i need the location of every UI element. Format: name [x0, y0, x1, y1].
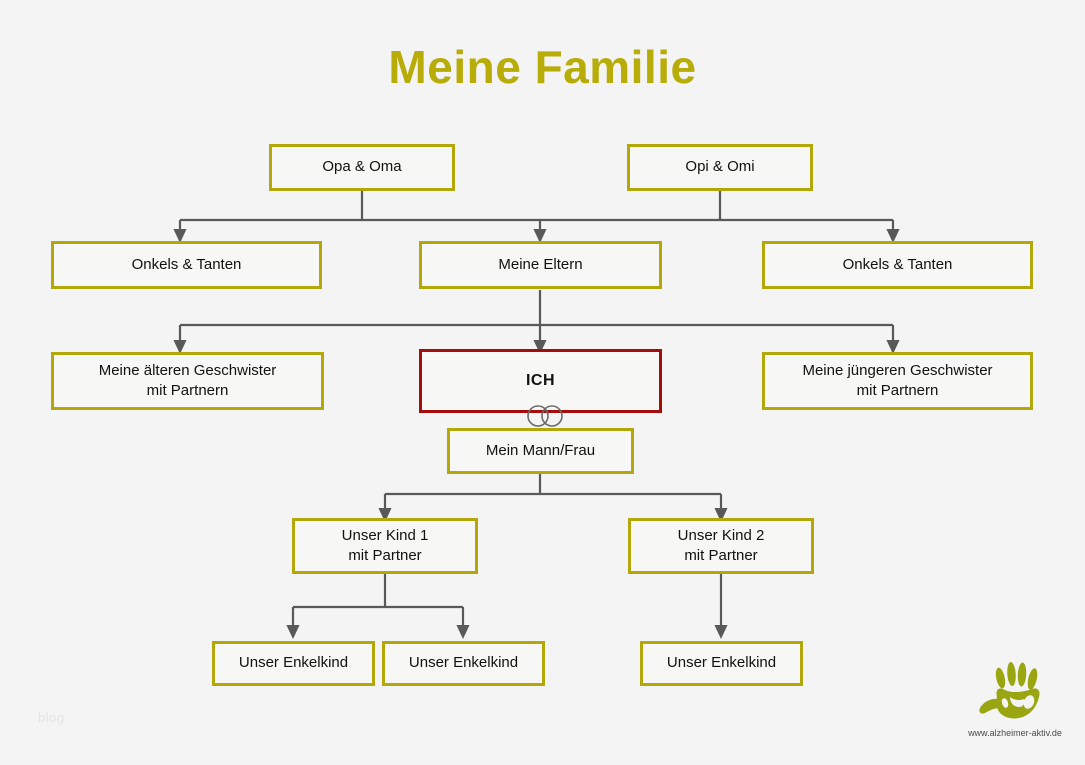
node-label: Unser Enkelkind: [408, 654, 519, 672]
node-unser-kind-2[interactable]: Unser Kind 2 mit Partner: [628, 518, 814, 574]
node-meine-eltern[interactable]: Meine Eltern: [419, 241, 662, 289]
node-juengere-geschwister[interactable]: Meine jüngeren Geschwister mit Partnern: [762, 352, 1033, 410]
node-unser-kind-1[interactable]: Unser Kind 1 mit Partner: [292, 518, 478, 574]
node-label: Mein Mann/Frau: [485, 441, 596, 459]
node-label: Opa & Oma: [322, 158, 402, 176]
node-label: Meine Eltern: [498, 255, 583, 273]
node-opa-oma[interactable]: Opa & Oma: [269, 144, 455, 191]
node-label: Unser Kind 2 mit Partner: [678, 526, 765, 567]
node-label: Onkels & Tanten: [131, 255, 242, 273]
node-label: ICH: [525, 372, 556, 390]
node-label-line2: mit Partnern: [146, 382, 229, 399]
handprint-icon: [979, 662, 1040, 719]
node-label: Unser Enkelkind: [238, 654, 349, 672]
node-onkels-tanten-left[interactable]: Onkels & Tanten: [51, 241, 322, 289]
wedding-rings-icon: [527, 405, 563, 427]
logo-url-label: www.alzheimer-aktiv.de: [968, 728, 1062, 738]
node-label: Meine jüngeren Geschwister mit Partnern: [802, 361, 992, 402]
node-label-line2: mit Partner: [348, 547, 422, 564]
page-title: Meine Familie: [388, 41, 697, 93]
node-label: Unser Enkelkind: [666, 654, 777, 672]
node-label: Meine älteren Geschwister mit Partnern: [99, 361, 277, 402]
node-label-line1: Unser Kind 1: [341, 526, 429, 544]
node-mein-mann-frau[interactable]: Mein Mann/Frau: [447, 428, 634, 474]
node-enkelkind-3[interactable]: Unser Enkelkind: [640, 641, 803, 686]
logo-block: www.alzheimer-aktiv.de: [955, 662, 1075, 752]
node-enkelkind-2[interactable]: Unser Enkelkind: [382, 641, 545, 686]
node-label-line2: mit Partnern: [856, 382, 939, 399]
node-label-line1: Meine älteren Geschwister: [98, 361, 277, 379]
node-label: Unser Kind 1 mit Partner: [342, 526, 429, 567]
node-label-line1: Unser Kind 2: [677, 526, 765, 544]
node-label: Opi & Omi: [685, 158, 755, 176]
node-label: Onkels & Tanten: [842, 255, 953, 273]
node-label-line2: mit Partner: [684, 547, 758, 564]
node-label-line1: Meine jüngeren Geschwister: [802, 361, 993, 379]
node-opi-omi[interactable]: Opi & Omi: [627, 144, 813, 191]
node-enkelkind-1[interactable]: Unser Enkelkind: [212, 641, 375, 686]
node-onkels-tanten-right[interactable]: Onkels & Tanten: [762, 241, 1033, 289]
node-aeltere-geschwister[interactable]: Meine älteren Geschwister mit Partnern: [51, 352, 324, 410]
blog-watermark: blog: [38, 710, 65, 725]
